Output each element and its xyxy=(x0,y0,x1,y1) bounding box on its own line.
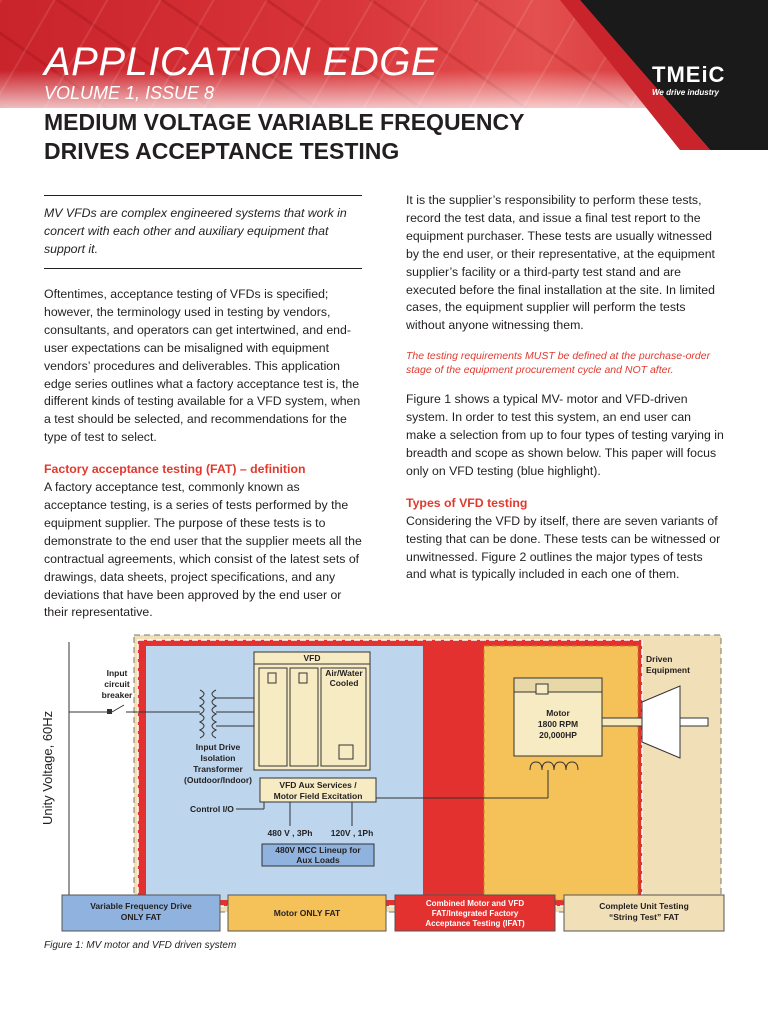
legend-ifat-line-2: FAT/Integrated Factory xyxy=(432,909,519,918)
company-logo: TMEiC xyxy=(652,62,726,87)
lead-block: MV VFDs are complex engineered systems t… xyxy=(44,205,362,273)
transformer-label-1: Input Drive xyxy=(196,742,241,752)
driven-equipment xyxy=(641,685,681,759)
motor-terminal xyxy=(535,683,549,695)
driven-label-2: Equipment xyxy=(646,665,690,675)
motor-label-1: Motor xyxy=(546,708,570,718)
motor-label-3: 20,000HP xyxy=(539,730,577,740)
mcc-box xyxy=(261,843,375,867)
legend-ifat-line-1: Combined Motor and VFD xyxy=(426,899,524,908)
vfd-label: VFD xyxy=(304,653,321,663)
control-io-label: Control I/O xyxy=(190,804,234,814)
breaker-label-1: Input xyxy=(107,668,128,678)
aux-services-box xyxy=(259,777,377,803)
motor-shaft xyxy=(601,717,643,727)
vfd-section-3 xyxy=(320,667,367,767)
figure-caption: Figure 1: MV motor and VFD driven system xyxy=(44,940,237,951)
transformer-label-2: Isolation xyxy=(201,753,236,763)
lead-rule-top xyxy=(44,195,362,196)
logo-corner xyxy=(560,0,768,150)
requirement-note: The testing requirements MUST be defined… xyxy=(406,350,711,377)
types-paragraph: Considering the VFD by itself, there are… xyxy=(406,513,721,582)
legend-string-test xyxy=(563,894,725,932)
issue-number: VOLUME 1, ISSUE 8 xyxy=(44,83,215,103)
right-column: It is the supplier’s responsibility to p… xyxy=(406,192,724,598)
transformer-primary-coil xyxy=(198,689,205,739)
company-tagline: We drive industry xyxy=(652,88,719,97)
legend-vfd-line-2: ONLY FAT xyxy=(121,912,162,922)
transformer-label-4: (Outdoor/Indoor) xyxy=(184,775,252,785)
header-banner xyxy=(0,0,768,185)
v480-label: 480 V , 3Ph xyxy=(268,828,313,838)
intro-paragraph: Oftentimes, acceptance testing of VFDs i… xyxy=(44,287,361,445)
page-title: MEDIUM VOLTAGE VARIABLE FREQUENCY DRIVES… xyxy=(44,108,524,166)
supply-label: Unity Voltage, 60Hz xyxy=(40,711,55,825)
legend-string-line-2: “String Test” FAT xyxy=(609,912,680,922)
vfd-indicator-2 xyxy=(298,672,308,684)
vfd-section-1 xyxy=(258,667,288,767)
fat-paragraph: A factory acceptance test, commonly know… xyxy=(44,480,362,620)
title-line-2: DRIVES ACCEPTANCE TESTING xyxy=(44,138,400,164)
v120-label: 120V , 1Ph xyxy=(331,828,374,838)
legend-vfd-only xyxy=(61,894,221,932)
mcc-label-2: Aux Loads xyxy=(296,855,340,865)
figure-intro-paragraph: Figure 1 shows a typical MV- motor and V… xyxy=(406,392,724,478)
breaker-label-2: circuit xyxy=(104,679,130,689)
cooling-label-1: Air/Water xyxy=(325,668,363,678)
responsibility-paragraph: It is the supplier’s responsibility to p… xyxy=(406,193,715,333)
fat-heading: Factory acceptance testing (FAT) – defin… xyxy=(44,462,306,477)
vfd-indicator-3 xyxy=(338,744,354,760)
legend-motor-only xyxy=(227,894,387,932)
field-coil xyxy=(529,761,579,771)
transformer-label-3: Transformer xyxy=(193,764,243,774)
aux-label-1: VFD Aux Services / xyxy=(279,780,357,790)
types-heading: Types of VFD testing xyxy=(406,495,528,510)
motor-label-2: 1800 RPM xyxy=(538,719,578,729)
series-title: APPLICATION EDGE xyxy=(44,40,439,84)
motor-top xyxy=(513,677,603,693)
driven-shaft xyxy=(679,717,709,727)
breaker-switch xyxy=(111,704,125,713)
vfd-section-2 xyxy=(289,667,319,767)
legend-ifat xyxy=(394,894,556,932)
vfd-indicator-1 xyxy=(267,672,277,684)
cooling-label-2: Cooled xyxy=(330,678,359,688)
legend-vfd-line-1: Variable Frequency Drive xyxy=(90,901,192,911)
mcc-label-1: 480V MCC Lineup for xyxy=(275,845,361,855)
vfd-cabinet xyxy=(253,651,371,771)
legend-ifat-line-3: Acceptance Testing (IFAT) xyxy=(425,919,525,928)
aux-label-2: Motor Field Excitation xyxy=(274,791,363,801)
driven-label-1: Driven xyxy=(646,654,672,664)
title-line-1: MEDIUM VOLTAGE VARIABLE FREQUENCY xyxy=(44,109,525,135)
legend-motor-line-1: Motor ONLY FAT xyxy=(274,908,341,918)
lead-rule-bottom xyxy=(44,268,362,269)
lead-paragraph: MV VFDs are complex engineered systems t… xyxy=(44,206,347,256)
legend-string-line-1: Complete Unit Testing xyxy=(599,901,689,911)
system-diagram: Unity Voltage, 60Hz Input circuit breake… xyxy=(40,634,725,932)
breaker-label-3: breaker xyxy=(102,690,133,700)
breaker-node xyxy=(107,709,112,714)
left-column: Oftentimes, acceptance testing of VFDs i… xyxy=(44,286,362,636)
